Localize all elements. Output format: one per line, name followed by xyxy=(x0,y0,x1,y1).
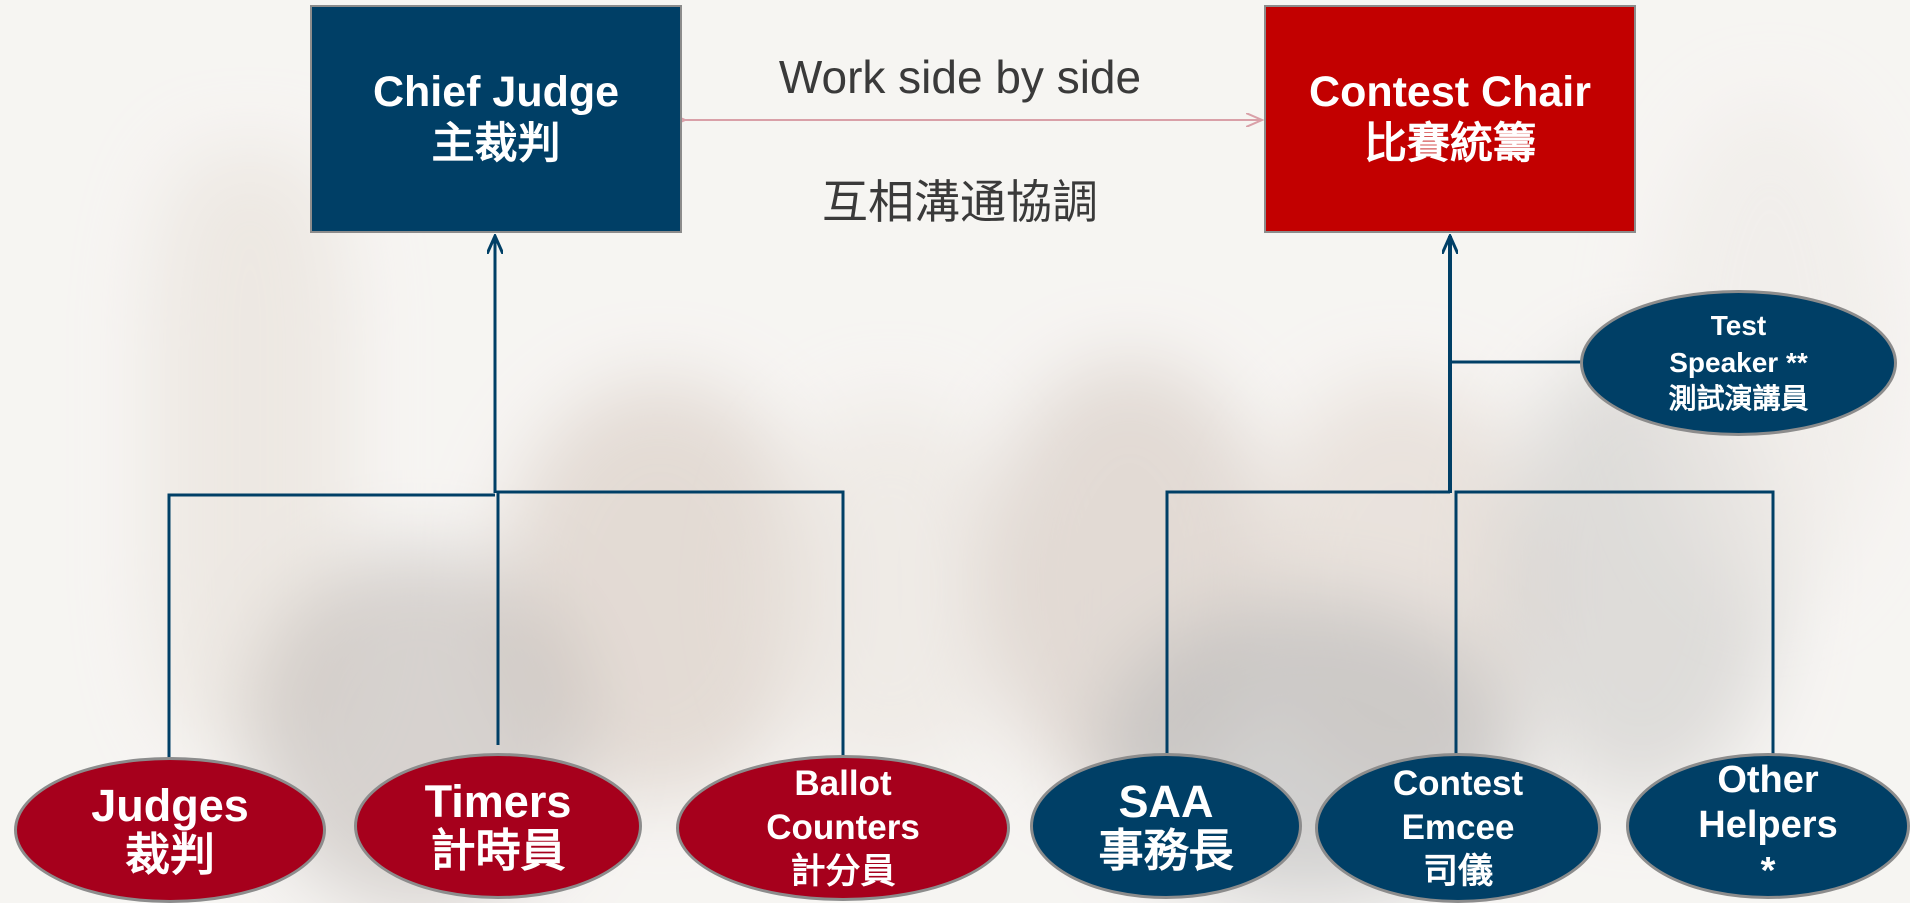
timers-label: Timers xyxy=(424,775,572,827)
ballot-counters-line1: Ballot xyxy=(794,764,892,804)
contest-emcee-line2: Emcee xyxy=(1401,808,1515,848)
ballot-counters-ellipse: Ballot Counters 計分員 xyxy=(676,755,1010,901)
ballot-counters-zh: 計分員 xyxy=(790,851,896,891)
other-helpers-line1: Other xyxy=(1717,758,1819,801)
relation-label: Work side by side xyxy=(778,51,1142,103)
contest-chair-box: Contest Chair 比賽統籌 xyxy=(1264,5,1636,233)
judge-tree-lines xyxy=(167,236,845,760)
saa-label: SAA xyxy=(1118,775,1214,827)
other-helpers-ellipse: Other Helpers * xyxy=(1626,753,1910,899)
chief-judge-title-zh: 主裁判 xyxy=(431,120,561,168)
test-speaker-zh: 測試演講員 xyxy=(1668,383,1809,415)
other-helpers-line2: Helpers xyxy=(1698,804,1838,847)
judges-label: Judges xyxy=(91,779,249,831)
saa-ellipse: SAA 事務長 xyxy=(1030,753,1302,899)
test-speaker-line2: Speaker ** xyxy=(1669,346,1808,378)
judges-label-zh: 裁判 xyxy=(124,829,215,880)
test-speaker-line1: Test xyxy=(1710,310,1767,342)
relation-label-zh: 互相溝通協調 xyxy=(822,176,1098,228)
chief-judge-box: Chief Judge 主裁判 xyxy=(310,5,682,233)
timers-ellipse: Timers 計時員 xyxy=(354,753,642,899)
contest-chair-title-zh: 比賽統籌 xyxy=(1364,120,1536,168)
test-speaker-ellipse: Test Speaker ** 測試演講員 xyxy=(1580,290,1897,436)
judges-ellipse: Judges 裁判 xyxy=(14,757,326,903)
chief-judge-title: Chief Judge xyxy=(372,68,620,117)
contest-emcee-line1: Contest xyxy=(1392,764,1524,804)
ballot-counters-line2: Counters xyxy=(766,808,920,848)
contest-emcee-zh: 司儀 xyxy=(1422,851,1493,891)
chair-tree-lines xyxy=(1165,236,1775,755)
contest-chair-title: Contest Chair xyxy=(1309,68,1591,117)
timers-label-zh: 計時員 xyxy=(430,825,566,876)
contest-emcee-ellipse: Contest Emcee 司儀 xyxy=(1315,753,1601,903)
other-helpers-note: * xyxy=(1760,849,1776,892)
saa-label-zh: 事務長 xyxy=(1098,825,1234,876)
